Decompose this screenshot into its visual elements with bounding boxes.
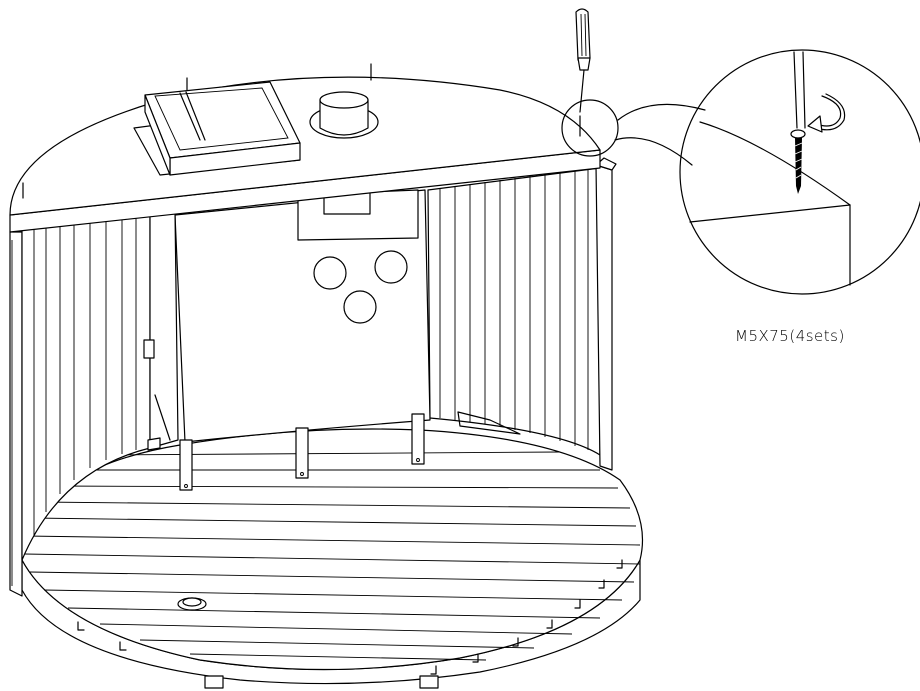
roof [9,63,601,233]
screwdriver-icon [575,8,591,113]
foot [419,675,439,689]
detail-callout [561,49,920,295]
heater-clip [143,339,155,359]
floor-boards [23,451,641,661]
drain [177,597,207,611]
chimney-opening [309,91,379,139]
floor [21,428,643,689]
callout-detail-circle [679,49,920,295]
roof-vent [133,81,301,176]
heater [143,187,431,449]
heater-vent [313,256,347,290]
heater-vent [343,290,377,324]
right-wall [427,157,617,471]
screw-spec-label: M5X75(4sets) [735,327,845,345]
heater-vent [374,250,408,284]
callout-source-circle [561,99,619,157]
left-wall [9,209,151,597]
screw-icon [790,129,806,194]
floor-brackets [147,413,425,491]
foot [204,675,224,689]
clockwise-arrow-icon [807,93,846,133]
floor-notches [77,559,623,675]
roof-screws [22,63,581,199]
